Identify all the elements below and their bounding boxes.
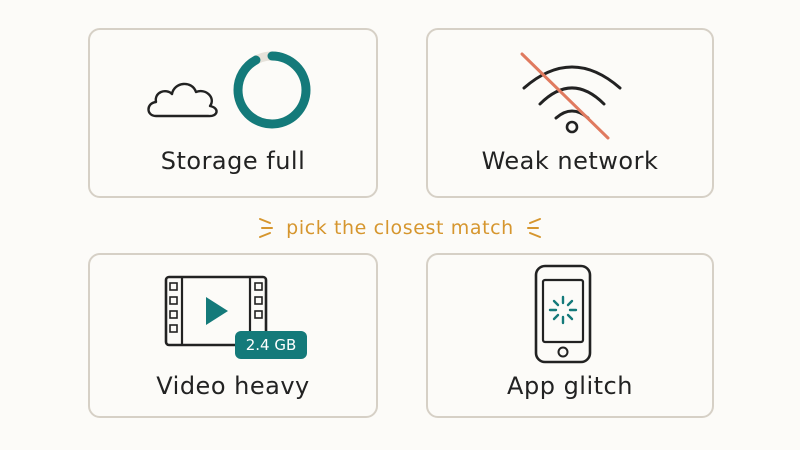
storage-full-card[interactable]: Storage full <box>88 28 378 198</box>
sparkle-left-icon <box>258 215 276 241</box>
storage-full-label: Storage full <box>160 147 306 175</box>
phone-loading-icon <box>534 264 592 364</box>
video-heavy-label: Video heavy <box>156 372 310 400</box>
app-glitch-label: App glitch <box>507 372 633 400</box>
video-size-badge: 2.4 GB <box>246 336 297 354</box>
hint-row: pick the closest match <box>0 210 800 246</box>
film-play-icon: 2.4 GB <box>164 275 307 359</box>
video-heavy-card[interactable]: 2.4 GB Video heavy <box>88 253 378 418</box>
cloud-icon <box>147 82 218 118</box>
sparkle-right-icon <box>524 215 542 241</box>
storage-ring-icon <box>233 51 311 129</box>
weak-network-card[interactable]: Weak network <box>426 28 714 198</box>
hint-text: pick the closest match <box>286 217 514 239</box>
app-glitch-card[interactable]: App glitch <box>426 253 714 418</box>
weak-network-label: Weak network <box>481 147 659 175</box>
wifi-off-icon <box>520 52 622 140</box>
